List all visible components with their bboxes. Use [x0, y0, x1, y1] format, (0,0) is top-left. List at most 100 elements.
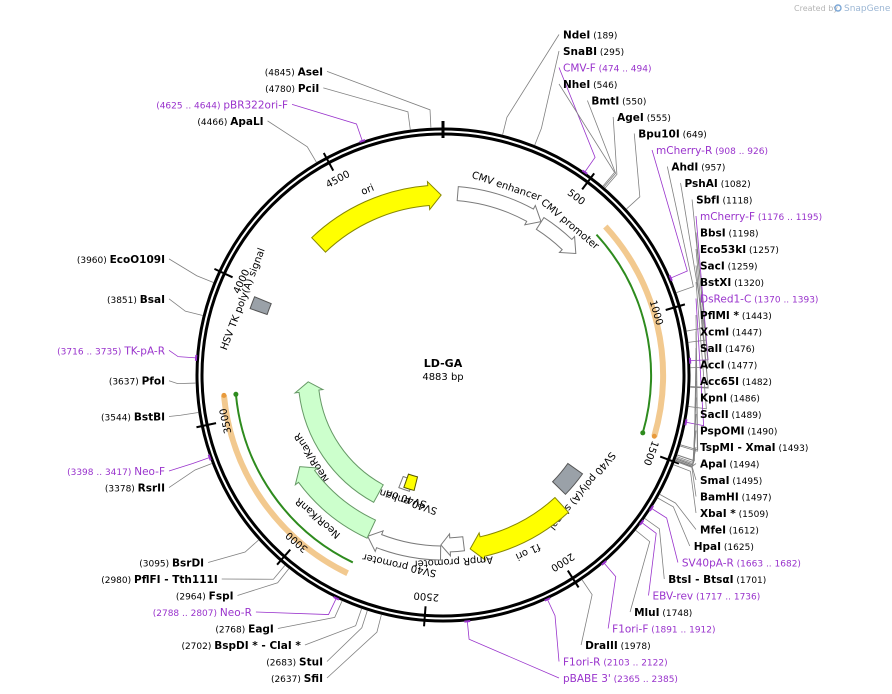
feature-hsv-tk-poly-a-signal[interactable]: HSV TK poly(A) signal — [219, 247, 272, 352]
site-label: BamHI (1497) — [700, 492, 772, 504]
site-mlui[interactable]: MluI (1748) — [629, 530, 692, 619]
scale-tick-2000 — [566, 570, 580, 588]
primer-dsred1-c[interactable]: DsRed1-C (1370 .. 1393) — [684, 294, 818, 427]
scale-tick-label: 1500 — [641, 439, 660, 467]
site-pshai[interactable]: PshAI (1082) — [680, 178, 751, 332]
site-label: SbfI (1118) — [696, 195, 752, 207]
site-mfei[interactable]: MfeI (1612) — [659, 494, 759, 537]
site-sfii[interactable]: (2637) SfiI — [271, 614, 382, 685]
site-stui[interactable]: (2683) StuI — [266, 610, 368, 669]
site-rsrii[interactable]: (3378) RsrII — [105, 463, 213, 495]
plasmid-name: LD-GA — [424, 357, 463, 370]
site-bstxi[interactable]: BstXI (1320) — [688, 277, 764, 410]
scale-tick-label: 2000 — [548, 550, 575, 573]
site-label: pBABE 3' (2365 .. 2385) — [563, 673, 678, 685]
primer-cmv-f[interactable]: CMV-F (474 .. 494) — [558, 63, 651, 175]
site-label: (2702) BspDI * - ClaI * — [181, 640, 301, 652]
feature-sv40-promoter[interactable]: SV40 promoter — [361, 530, 442, 578]
site-label: Eco53kI (1257) — [700, 244, 779, 256]
site-label: PflMI * (1443) — [700, 310, 772, 322]
site-label: (4780) PciI — [265, 83, 319, 95]
site-label: KpnI (1486) — [700, 393, 760, 405]
scale-tick-1000 — [665, 303, 686, 311]
primer-f1ori-r[interactable]: F1ori-R (2103 .. 2122) — [544, 597, 668, 669]
site-label: PshAI (1082) — [685, 178, 751, 190]
site-label: (3544) BstBI — [101, 411, 165, 423]
backbone-layer — [195, 121, 691, 623]
site-label: (3378) RsrII — [105, 483, 165, 495]
site-bstbi[interactable]: (3544) BstBI — [101, 411, 199, 423]
site-label: (2683) StuI — [266, 657, 323, 669]
site-label: NheI (546) — [563, 79, 617, 91]
site-label: DsRed1-C (1370 .. 1393) — [700, 294, 818, 306]
site-label: mCherry-F (1176 .. 1195) — [700, 211, 822, 223]
site-bmti[interactable]: BmtI (550) — [587, 96, 646, 188]
scale-tick-4000 — [214, 267, 233, 279]
credit-brand: SnapGene — [844, 4, 891, 14]
feature-ori[interactable]: ori — [310, 180, 442, 253]
primer-ebv-rev[interactable]: EBV-rev (1717 .. 1736) — [639, 519, 760, 603]
site-eagi[interactable]: (2768) EagI — [215, 600, 343, 636]
site-fspi[interactable]: (2964) FspI — [176, 568, 290, 603]
site-bsai[interactable]: (3851) BsaI — [107, 294, 203, 316]
site-xbai[interactable]: XbaI * (1509) — [673, 464, 769, 520]
primer-f1ori-f[interactable]: F1ori-F (1891 .. 1912) — [601, 560, 716, 636]
site-pfoi[interactable]: (3637) PfoI — [109, 376, 196, 388]
primer-tk-pa-r[interactable]: (3716 .. 3735) TK-pA-R — [57, 345, 198, 361]
site-label: XbaI * (1509) — [700, 508, 769, 520]
site-hpai[interactable]: HpaI (1625) — [657, 497, 754, 553]
site-label: AccI (1477) — [700, 360, 757, 372]
feature-sv40-ori[interactable]: SV40 ori — [384, 473, 428, 509]
primer-neo-f[interactable]: (3398 .. 3417) Neo-F — [67, 454, 212, 478]
site-ndei[interactable]: NdeI (189) — [502, 30, 618, 135]
site-label: NdeI (189) — [563, 30, 617, 42]
site-bsrdi[interactable]: (3095) BsrDI — [139, 539, 259, 570]
site-label: CMV-F (474 .. 494) — [563, 63, 651, 75]
site-label: PspOMI (1490) — [700, 426, 777, 438]
site-ecoo109i[interactable]: (3960) EcoO109I — [77, 254, 214, 283]
feature-cmv-promoter[interactable]: CMV promoter — [535, 197, 601, 255]
site-label: (2964) FspI — [176, 591, 234, 603]
site-label: MfeI (1612) — [700, 525, 759, 537]
site-label: EBV-rev (1717 .. 1736) — [652, 591, 760, 603]
site-pcii[interactable]: (4780) PciI — [265, 83, 411, 130]
site-label: SmaI (1495) — [700, 475, 762, 487]
site-agei[interactable]: AgeI (555) — [604, 112, 671, 189]
site-smai[interactable]: SmaI (1495) — [675, 460, 762, 487]
site-label: BbsI (1198) — [700, 228, 758, 240]
site-label: mCherry-R (908 .. 926) — [656, 145, 768, 157]
site-label: (4466) ApaLI — [197, 116, 263, 128]
primer-neo-r[interactable]: (2788 .. 2807) Neo-R — [153, 596, 340, 619]
site-label: (3716 .. 3735) TK-pA-R — [57, 345, 165, 357]
site-label: (3960) EcoO109I — [77, 254, 165, 266]
site-nhei[interactable]: NheI (546) — [558, 79, 617, 187]
site-btsi-bts-i[interactable]: BtsI - BtsαI (1701) — [644, 518, 767, 586]
site-ahdi[interactable]: AhdI (957) — [666, 162, 725, 293]
site-asei[interactable]: (4845) AseI — [265, 66, 432, 128]
site-bpu10i[interactable]: Bpu10I (649) — [626, 129, 707, 210]
site-draiii[interactable]: DraIII (1978) — [580, 579, 651, 652]
site-pflfi-tth111i[interactable]: (2980) PflFI - Tth111I — [101, 565, 286, 586]
primer-mcherry-r[interactable]: mCherry-R (908 .. 926) — [651, 145, 768, 282]
site-label: XcmI (1447) — [700, 327, 762, 339]
site-bamhi[interactable]: BamHI (1497) — [674, 460, 772, 504]
site-apali[interactable]: (4466) ApaLI — [197, 116, 317, 163]
orf-mcherry-orf — [595, 224, 666, 439]
site-label: SacII (1489) — [700, 409, 761, 421]
site-label: (4625 .. 4644) pBR322ori-F — [156, 99, 288, 111]
site-label: BstXI (1320) — [700, 277, 764, 289]
primer-sv40pa-r[interactable]: SV40pA-R (1663 .. 1682) — [649, 505, 801, 570]
site-label: Acc65I (1482) — [700, 376, 772, 388]
site-snabi[interactable]: SnaBI (295) — [534, 46, 624, 146]
site-label: (2637) SfiI — [271, 673, 323, 685]
snapgene-credit: Created by SnapGene — [794, 4, 891, 14]
site-xcmi[interactable]: XcmI (1447) — [679, 327, 762, 452]
site-bspdi-clai[interactable]: (2702) BspDI * - ClaI * — [181, 608, 362, 652]
primer-pbabe-3[interactable]: pBABE 3' (2365 .. 2385) — [464, 619, 678, 685]
site-label: F1ori-R (2103 .. 2122) — [563, 657, 668, 669]
primer-pbr322ori-f[interactable]: (4625 .. 4644) pBR322ori-F — [156, 99, 366, 143]
site-label: (2788 .. 2807) Neo-R — [153, 607, 252, 619]
site-label: BmtI (550) — [591, 96, 646, 108]
feature-cmv-enhancer[interactable]: CMV enhancer — [456, 170, 543, 226]
